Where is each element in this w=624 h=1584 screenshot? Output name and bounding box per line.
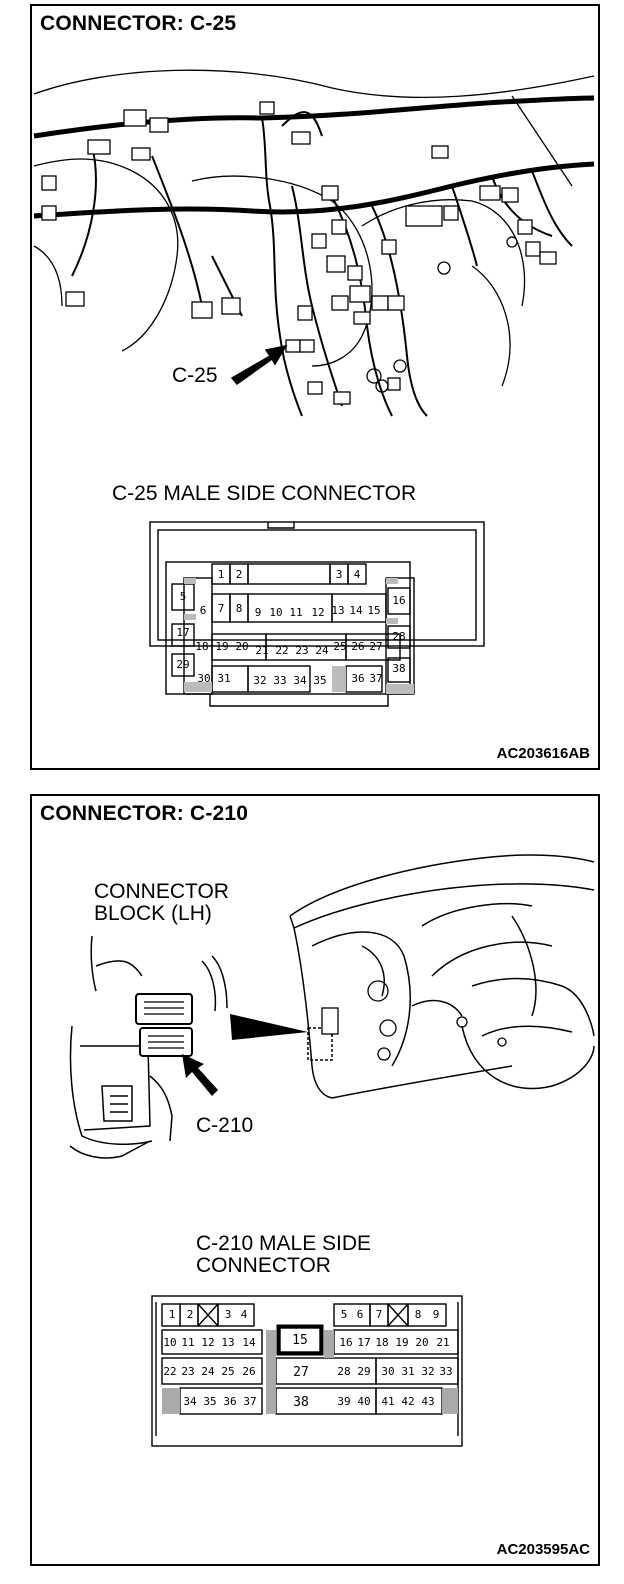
- c210-pin-29: 29: [357, 1365, 371, 1378]
- c210-connector-title-line1: C-210 MALE SIDE: [196, 1232, 372, 1255]
- c25-callout-label: C-25: [172, 364, 218, 387]
- c210-pin-10: 10: [163, 1336, 177, 1349]
- c25-pin-38: 38: [392, 662, 406, 675]
- c210-pin-18: 18: [375, 1336, 389, 1349]
- c25-pin-29: 29: [176, 658, 190, 671]
- c210-pin-2: 2: [186, 1308, 194, 1321]
- c210-pin-41: 41: [381, 1395, 395, 1408]
- c210-pin-25: 25: [221, 1365, 235, 1378]
- c210-pin-36: 36: [223, 1395, 237, 1408]
- c25-pin-1: 1: [217, 568, 225, 581]
- c210-callout-label: C-210: [196, 1114, 254, 1137]
- c210-pin-6: 6: [356, 1308, 364, 1321]
- c210-pin-1: 1: [168, 1308, 176, 1321]
- c25-connector-title: C-25 MALE SIDE CONNECTOR: [112, 482, 417, 505]
- figure-code: AC203595AC: [496, 1541, 590, 1558]
- c210-connector-title-line2: CONNECTOR: [196, 1254, 331, 1277]
- c25-pin-37: 37: [369, 672, 383, 685]
- c25-pin-15: 15: [367, 604, 381, 617]
- c210-pin-28: 28: [337, 1365, 351, 1378]
- c25-pin-13: 13: [331, 604, 345, 617]
- c210-pin-11: 11: [181, 1336, 195, 1349]
- c210-pin-39: 39: [337, 1395, 351, 1408]
- c25-pin-9: 9: [254, 606, 262, 619]
- c25-pin-32: 32: [253, 674, 267, 687]
- c210-pin-34: 34: [183, 1395, 197, 1408]
- c210-pin-15: 15: [292, 1333, 308, 1348]
- connector-c210-panel: CONNECTOR: C-210: [30, 794, 600, 1566]
- c210-pin-12: 12: [201, 1336, 215, 1349]
- c25-pin-33: 33: [273, 674, 287, 687]
- panel-title: CONNECTOR: C-25: [40, 12, 237, 35]
- c25-pin-30: 30: [197, 672, 211, 685]
- c25-pin-23: 23: [295, 644, 309, 657]
- c25-pin-35: 35: [313, 674, 327, 687]
- figure-code: AC203616AB: [496, 745, 590, 762]
- c210-pin-31: 31: [401, 1365, 415, 1378]
- c25-pin-16: 16: [392, 594, 406, 607]
- c210-pin-23: 23: [181, 1365, 195, 1378]
- c25-pin-2: 2: [235, 568, 243, 581]
- c25-pin-31: 31: [217, 672, 231, 685]
- c25-pin-14: 14: [349, 604, 363, 617]
- c25-pin-36: 36: [351, 672, 365, 685]
- c210-pin-5: 5: [340, 1308, 348, 1321]
- c210-pin-32: 32: [421, 1365, 435, 1378]
- c210-pin-22: 22: [163, 1365, 177, 1378]
- c25-pin-19: 19: [215, 640, 229, 653]
- c210-pin-30: 30: [381, 1365, 395, 1378]
- c25-pin-34: 34: [293, 674, 307, 687]
- c25-pin-6: 6: [199, 604, 207, 617]
- c210-pin-14: 14: [242, 1336, 256, 1349]
- c25-pin-18: 18: [195, 640, 209, 653]
- c25-pin-12: 12: [311, 606, 325, 619]
- panel-title: CONNECTOR: C-210: [40, 802, 249, 825]
- c25-pin-11: 11: [289, 606, 303, 619]
- c210-pin-35: 35: [203, 1395, 217, 1408]
- c210-pin-20: 20: [415, 1336, 429, 1349]
- c210-pin-24: 24: [201, 1365, 215, 1378]
- c25-pin-27: 27: [369, 640, 383, 653]
- connector-block-label-line2: BLOCK (LH): [94, 902, 212, 925]
- c210-pin-27: 27: [293, 1365, 309, 1380]
- c25-pin-22: 22: [275, 644, 289, 657]
- c25-pin-4: 4: [353, 568, 361, 581]
- c210-pin-43: 43: [421, 1395, 435, 1408]
- connector-block-label-line1: CONNECTOR: [94, 880, 229, 903]
- c210-pin-21: 21: [436, 1336, 450, 1349]
- c25-pin-25: 25: [333, 640, 347, 653]
- c210-pin-4: 4: [240, 1308, 248, 1321]
- c210-pin-42: 42: [401, 1395, 415, 1408]
- c25-pin-5: 5: [179, 590, 187, 603]
- c25-pin-3: 3: [335, 568, 343, 581]
- c25-pin-17: 17: [176, 626, 190, 639]
- c210-pin-37: 37: [243, 1395, 257, 1408]
- c210-pin-40: 40: [357, 1395, 371, 1408]
- c25-pin-7: 7: [217, 602, 225, 615]
- c25-pin-28: 28: [392, 630, 406, 643]
- c25-pin-26: 26: [351, 640, 365, 653]
- c25-pin-24: 24: [315, 644, 329, 657]
- c210-pin-13: 13: [221, 1336, 235, 1349]
- c210-pin-26: 26: [242, 1365, 256, 1378]
- c210-pin-9: 9: [432, 1308, 440, 1321]
- c210-pin-3: 3: [224, 1308, 232, 1321]
- c210-pin-17: 17: [357, 1336, 371, 1349]
- c210-pin-38: 38: [293, 1395, 309, 1410]
- c25-pin-8: 8: [235, 602, 243, 615]
- c210-pin-8: 8: [414, 1308, 422, 1321]
- c25-wiring-illustration: [33, 69, 595, 707]
- c25-pin-20: 20: [235, 640, 249, 653]
- c25-pin-21: 21: [255, 644, 269, 657]
- c25-pin-10: 10: [269, 606, 283, 619]
- c210-pin-33: 33: [439, 1365, 453, 1378]
- connector-c25-panel: CONNECTOR: C-25: [30, 4, 600, 770]
- c210-pin-16: 16: [339, 1336, 353, 1349]
- c210-pin-19: 19: [395, 1336, 409, 1349]
- c210-location-illustration: [69, 854, 595, 1447]
- c210-pin-7: 7: [375, 1308, 383, 1321]
